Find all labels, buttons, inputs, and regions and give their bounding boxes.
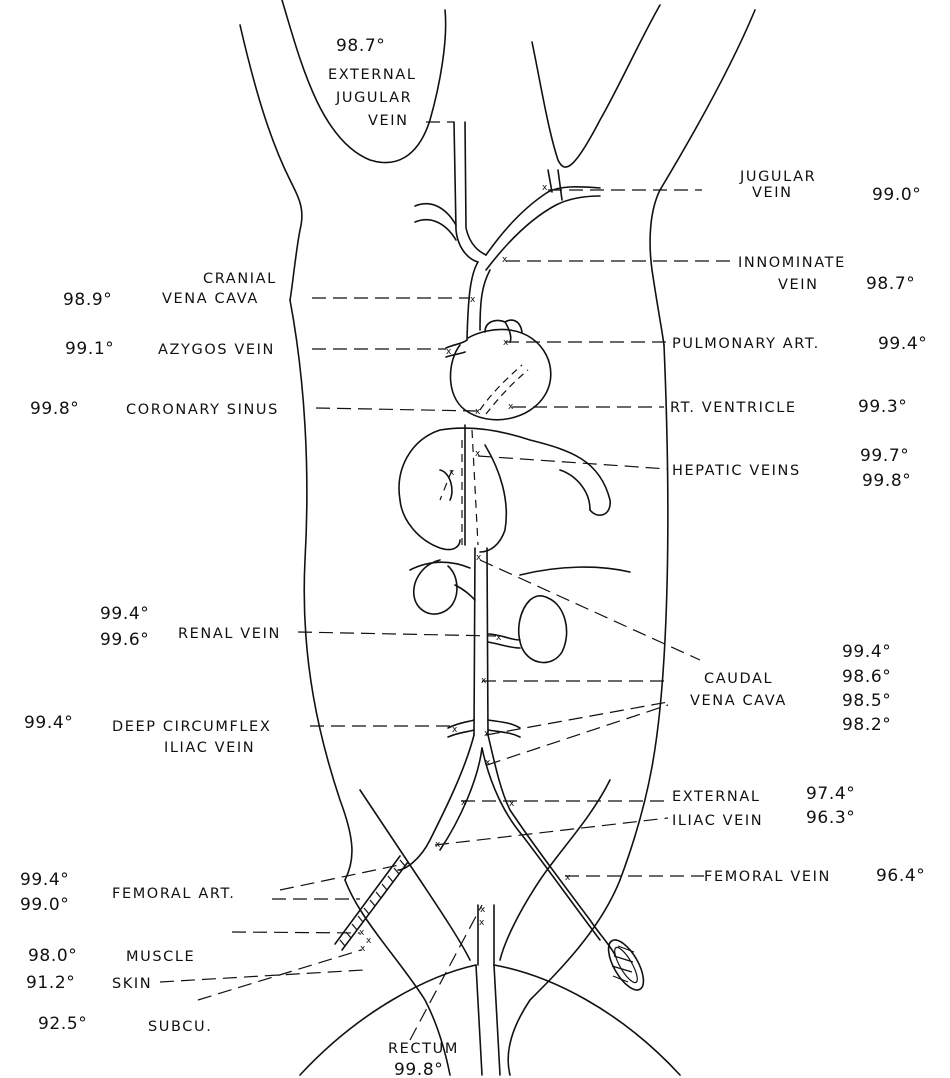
innominate-temp: 98.7°: [866, 274, 915, 294]
cranial-temp: 98.9°: [63, 290, 112, 310]
jugular-label-1: JUGULAR: [739, 169, 816, 185]
cranial-label-2: VENA CAVA: [162, 291, 259, 307]
caudal-temp-3: 98.5°: [842, 691, 891, 711]
skin-label: SKIN: [112, 976, 152, 992]
jugular-temp: 99.0°: [872, 185, 921, 205]
renal-temp-2: 99.6°: [100, 630, 149, 650]
innominate-label-2: VEIN: [778, 277, 819, 293]
azygos-temp: 99.1°: [65, 339, 114, 359]
pulmonary-temp: 99.4°: [878, 334, 927, 354]
femoral-art-temp-2: 99.0°: [20, 895, 69, 915]
skin-temp: 91.2°: [26, 973, 75, 993]
ext-iliac-label-2: ILIAC VEIN: [672, 813, 763, 829]
svg-text:x: x: [565, 873, 571, 883]
svg-text:x: x: [452, 725, 458, 735]
caudal-temp-4: 98.2°: [842, 715, 891, 735]
rt-ventricle-temp: 99.3°: [858, 397, 907, 417]
ext-iliac-temp-2: 96.3°: [806, 808, 855, 828]
jugular-label-2: VEIN: [752, 185, 793, 201]
caudal-label-2: VENA CAVA: [690, 693, 787, 709]
caudal-temp-2: 98.6°: [842, 667, 891, 687]
svg-text:x: x: [449, 468, 455, 478]
deep-circ-label-1: DEEP CIRCUMFLEX: [112, 719, 271, 735]
rectum-temp: 99.8°: [394, 1060, 443, 1078]
svg-text:x: x: [485, 758, 491, 768]
caudal-temp-1: 99.4°: [842, 642, 891, 662]
svg-text:x: x: [475, 449, 481, 459]
rt-ventricle-label: RT. VENTRICLE: [670, 400, 797, 416]
vessel-tree: [335, 122, 650, 995]
femoral-vein-temp: 96.4°: [876, 866, 925, 886]
muscle-label: MUSCLE: [126, 949, 195, 965]
svg-text:x: x: [470, 295, 476, 305]
femoral-art-vessel: [335, 856, 408, 950]
ext-iliac-label-1: EXTERNAL: [672, 789, 761, 805]
ext-iliac-temp-1: 97.4°: [806, 784, 855, 804]
subcu-temp: 92.5°: [38, 1014, 87, 1034]
femoral-art-temp-1: 99.4°: [20, 870, 69, 890]
svg-text:x: x: [496, 633, 502, 643]
ext-jugular-label-2: JUGULAR: [335, 90, 412, 106]
innominate-label-1: INNOMINATE: [738, 255, 846, 271]
azygos-label: AZYGOS VEIN: [158, 342, 275, 358]
pulmonary-label: PULMONARY ART.: [672, 336, 820, 352]
cranial-label-1: CRANIAL: [203, 271, 277, 287]
femoral-vein-label: FEMORAL VEIN: [704, 869, 831, 885]
hepatic-temp-2: 99.8°: [862, 471, 911, 491]
body-outline: [240, 0, 755, 1075]
svg-text:x: x: [461, 798, 467, 808]
deep-circ-label-2: ILIAC VEIN: [164, 740, 255, 756]
renal-temp-1: 99.4°: [100, 604, 149, 624]
hepatic-temp-1: 99.7°: [860, 446, 909, 466]
coronary-label: CORONARY SINUS: [126, 402, 279, 418]
muscle-temp: 98.0°: [28, 946, 77, 966]
hepatic-label: HEPATIC VEINS: [672, 463, 801, 479]
coronary-temp: 99.8°: [30, 399, 79, 419]
svg-text:x: x: [502, 255, 508, 265]
femoral-art-label: FEMORAL ART.: [112, 886, 235, 902]
svg-text:x: x: [476, 553, 482, 563]
renal-label: RENAL VEIN: [178, 626, 281, 642]
deep-circ-temp: 99.4°: [24, 713, 73, 733]
svg-text:x: x: [360, 944, 366, 954]
ext-jugular-label-1: EXTERNAL: [328, 67, 417, 83]
measurement-marks: x x x x x x x x x x x x x x x x x x x x …: [359, 183, 571, 954]
svg-text:x: x: [366, 936, 372, 946]
ext-jugular-label-3: VEIN: [368, 113, 409, 129]
svg-text:x: x: [503, 338, 509, 348]
svg-text:x: x: [446, 347, 452, 357]
svg-text:x: x: [479, 918, 485, 928]
ext-jugular-temp: 98.7°: [336, 36, 385, 56]
svg-text:x: x: [475, 407, 481, 417]
caudal-label-1: CAUDAL: [704, 671, 773, 687]
svg-text:x: x: [542, 183, 548, 193]
rectum-label: RECTUM: [388, 1041, 459, 1057]
subcu-label: SUBCU.: [148, 1019, 212, 1035]
leader-lines: [160, 122, 730, 1040]
